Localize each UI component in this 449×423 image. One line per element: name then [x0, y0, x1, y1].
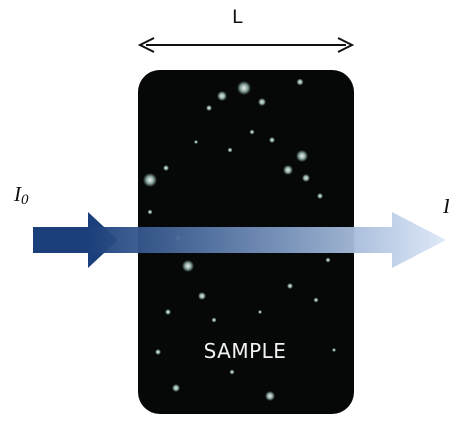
- incident-intensity-label: I0: [14, 182, 29, 209]
- particle-speck: [172, 384, 180, 392]
- particle-speck: [182, 260, 194, 272]
- particle-speck: [296, 78, 304, 86]
- sample-label: SAMPLE: [203, 339, 287, 363]
- particle-speck: [194, 140, 198, 144]
- particle-speck: [155, 349, 161, 355]
- particle-speck: [269, 137, 275, 143]
- particle-speck: [237, 81, 251, 95]
- transmitted-intensity-label: I: [443, 194, 449, 219]
- particle-speck: [317, 193, 323, 199]
- particle-speck: [198, 292, 206, 300]
- particle-speck: [265, 391, 275, 401]
- particle-speck: [258, 98, 266, 106]
- particle-speck: [287, 283, 293, 289]
- particle-speck: [296, 150, 308, 162]
- light-beam-arrow: [33, 212, 118, 268]
- incident-intensity-symbol: I: [14, 182, 21, 206]
- particle-speck: [258, 310, 262, 314]
- particle-speck: [165, 309, 171, 315]
- sample-particles: [143, 78, 336, 401]
- particle-speck: [249, 129, 255, 135]
- transmitted-beam: [88, 212, 446, 268]
- particle-speck: [143, 173, 157, 187]
- particle-speck: [147, 209, 153, 215]
- length-dimension-arrow: [137, 37, 355, 53]
- particle-speck: [325, 257, 331, 263]
- particle-speck: [283, 165, 293, 175]
- particle-speck: [211, 317, 217, 323]
- particle-speck: [206, 105, 212, 111]
- particle-speck: [302, 174, 310, 182]
- incident-intensity-subscript: 0: [21, 192, 29, 208]
- particle-speck: [332, 348, 336, 352]
- particle-speck: [227, 147, 233, 153]
- particle-speck: [229, 369, 235, 375]
- length-label: L: [232, 6, 243, 28]
- particle-speck: [313, 297, 319, 303]
- particle-speck: [163, 165, 169, 171]
- particle-speck: [217, 91, 227, 101]
